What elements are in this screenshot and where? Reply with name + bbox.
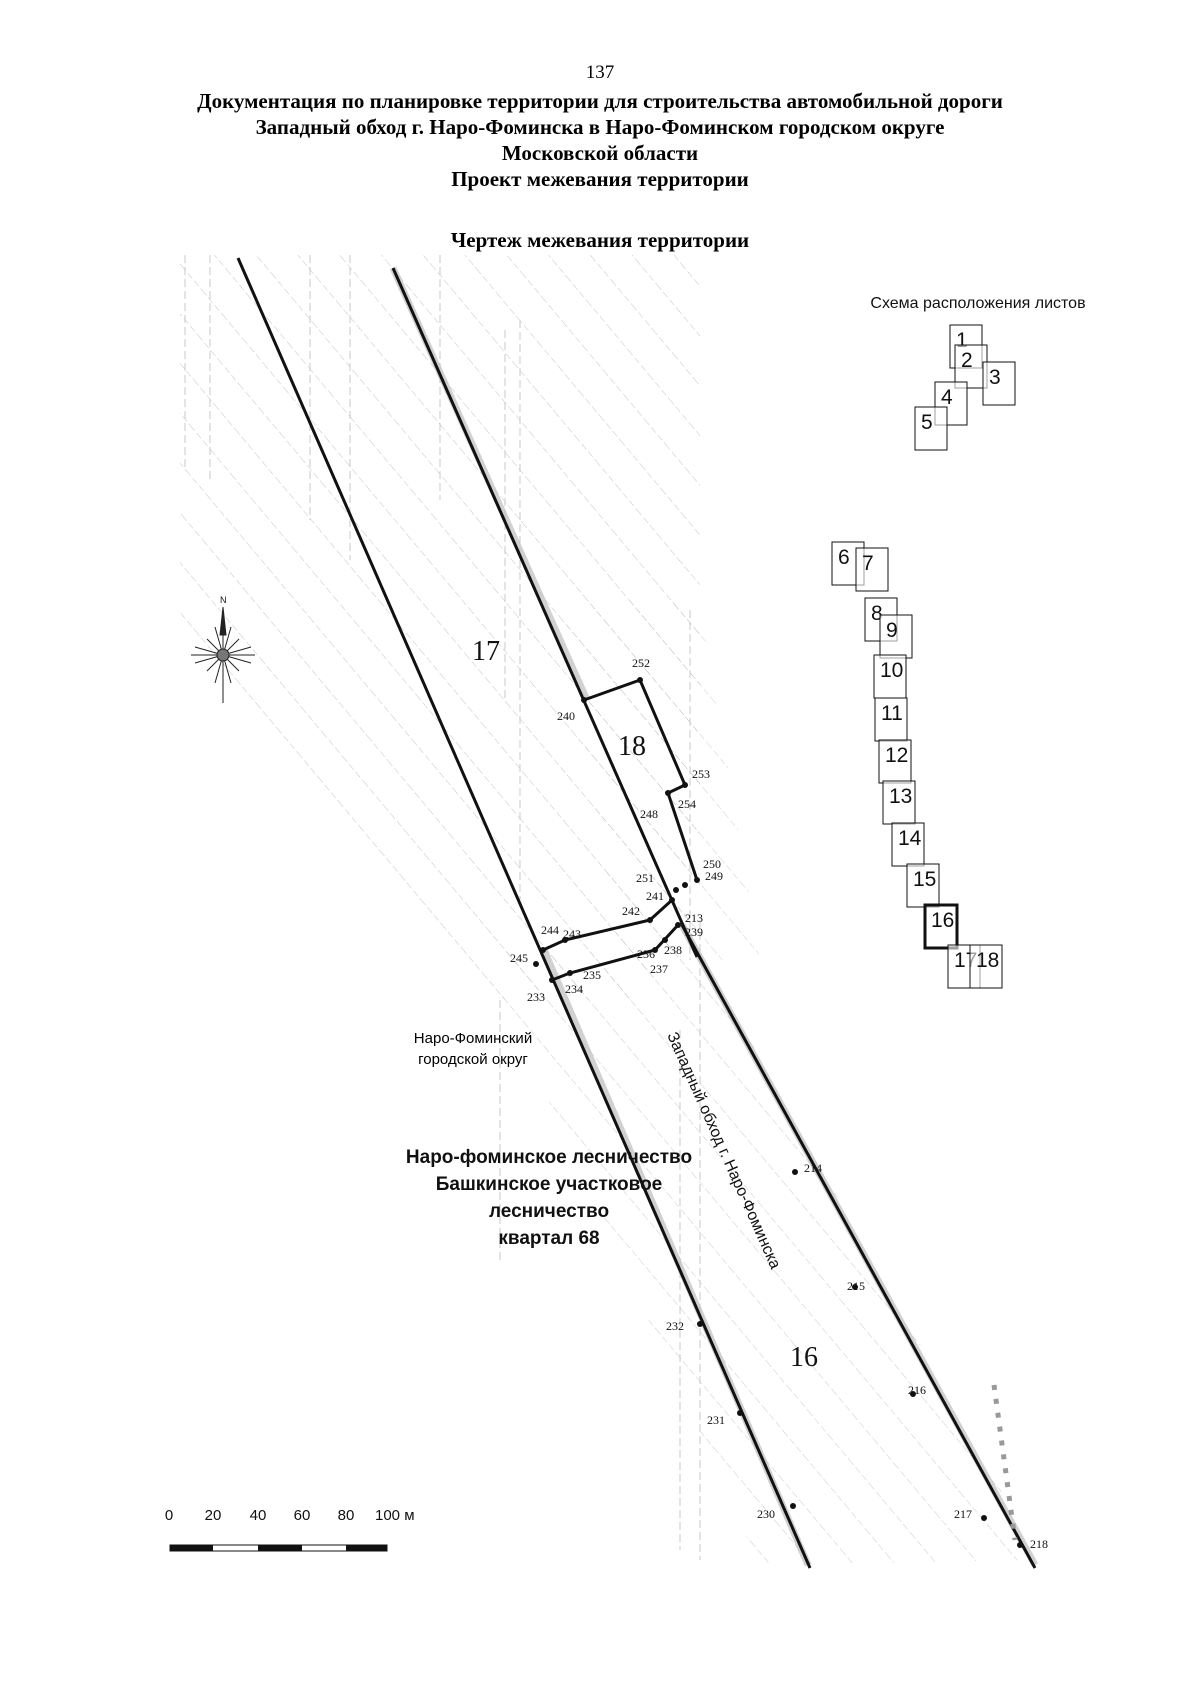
point-label-240: 240 xyxy=(557,709,575,723)
point-label-230: 230 xyxy=(757,1507,775,1521)
scheme-sheet-label-18: 18 xyxy=(976,949,999,972)
point-label-238: 238 xyxy=(664,943,682,957)
title-line-4: Проект межевания территории xyxy=(451,167,749,191)
scheme-sheet-label-3: 3 xyxy=(989,366,1001,389)
scheme-sheet-14 xyxy=(891,822,925,867)
scheme-sheet-label-15: 15 xyxy=(913,868,936,891)
right-boundary-lower xyxy=(680,924,1037,1569)
point-label-245: 245 xyxy=(510,951,528,965)
parcel-number-16: 16 xyxy=(790,1342,818,1373)
scheme-sheet-5 xyxy=(914,406,948,451)
scale-bar: 0 20 40 60 80 100 м xyxy=(165,1507,415,1552)
compass-icon xyxy=(191,606,255,703)
scheme-sheet-label-10: 10 xyxy=(880,659,903,682)
document-title: Документация по планировке территории дл… xyxy=(0,88,1200,192)
point-label-213: 213 xyxy=(685,911,703,925)
district-label-line-2: городской округ xyxy=(418,1051,528,1068)
parcel-number-18: 18 xyxy=(618,731,646,762)
point-label-239: 239 xyxy=(685,925,703,939)
point-label-215: 215 xyxy=(847,1279,865,1293)
scheme-sheet-label-9: 9 xyxy=(886,619,898,642)
forestry-label-line-3: лесничество xyxy=(489,1201,609,1222)
scale-tick-0: 0 xyxy=(165,1507,173,1524)
point-label-249: 249 xyxy=(705,869,723,883)
point-label-250: 250 xyxy=(703,857,721,871)
forestry-label: Наро-фоминское лесничество Башкинское уч… xyxy=(406,1147,692,1249)
point-label-218: 218 xyxy=(1030,1537,1048,1551)
scheme-sheet-label-14: 14 xyxy=(898,827,922,850)
north-label: N xyxy=(220,595,227,605)
scheme-sheet-7 xyxy=(855,547,889,592)
point-label-234: 234 xyxy=(565,982,583,996)
point-label-231: 231 xyxy=(707,1413,725,1427)
scheme-sheet-label-1: 1 xyxy=(956,329,968,352)
parcel-number-17: 17 xyxy=(472,636,500,667)
scheme-sheet-9 xyxy=(879,614,913,659)
scheme-sheet-10 xyxy=(873,654,907,699)
scheme-sheet-label-12: 12 xyxy=(885,744,908,767)
scheme-sheet-label-11: 11 xyxy=(881,702,903,725)
scale-tick-100: 100 м xyxy=(375,1507,415,1524)
scheme-sheet-15 xyxy=(906,863,940,908)
point-label-232: 232 xyxy=(666,1319,684,1333)
map-background-hatch xyxy=(180,255,1040,1565)
point-label-237: 237 xyxy=(650,962,668,976)
scheme-sheet-13 xyxy=(882,780,916,825)
scheme-sheet-label-5: 5 xyxy=(921,411,933,434)
point-label-243: 243 xyxy=(563,927,581,941)
right-boundary-upper xyxy=(391,267,699,958)
point-label-242: 242 xyxy=(622,904,640,918)
drawing-title: Чертеж межевания территории xyxy=(450,228,750,252)
scheme-title: Схема расположения листов xyxy=(870,295,1085,312)
scale-tick-20: 20 xyxy=(205,1507,222,1524)
title-line-1: Документация по планировке территории дл… xyxy=(197,89,1003,113)
point-label-244: 244 xyxy=(541,923,559,937)
compass-rose: N xyxy=(191,595,255,703)
page-number: 137 xyxy=(585,62,615,83)
point-label-217: 217 xyxy=(954,1507,972,1521)
scale-tick-60: 60 xyxy=(294,1507,311,1524)
scale-tick-80: 80 xyxy=(338,1507,355,1524)
scheme-sheet-16 xyxy=(923,903,959,950)
point-label-248: 248 xyxy=(640,807,658,821)
scheme-sheet-label-13: 13 xyxy=(889,785,912,808)
left-boundary-line xyxy=(236,257,812,1569)
scheme-sheet-11 xyxy=(874,697,908,742)
forestry-label-line-1: Наро-фоминское лесничество xyxy=(406,1147,692,1168)
scheme-sheet-18 xyxy=(969,944,1003,989)
forestry-label-line-4: квартал 68 xyxy=(498,1228,599,1249)
dashed-boundary xyxy=(991,1384,1018,1541)
scheme-sheet-3 xyxy=(982,361,1016,406)
scheme-sheet-label-16: 16 xyxy=(931,909,954,932)
point-label-236: 236 xyxy=(637,947,655,961)
forestry-label-line-2: Башкинское участковое xyxy=(436,1174,663,1195)
scheme-sheet-label-4: 4 xyxy=(941,386,953,409)
point-label-233: 233 xyxy=(527,990,545,1004)
boundary-points xyxy=(533,677,1023,1548)
point-label-214: 214 xyxy=(804,1161,822,1175)
scheme-sheet-label-2: 2 xyxy=(961,349,973,372)
scheme-sheet-label-8: 8 xyxy=(871,602,883,625)
point-label-241: 241 xyxy=(646,889,664,903)
point-label-251: 251 xyxy=(636,871,654,885)
point-labels: 252 240 253 254 248 250 249 251 241 242 … xyxy=(510,656,1048,1551)
point-label-254: 254 xyxy=(678,797,696,811)
road-boundary-lines xyxy=(236,257,1037,1569)
scale-tick-40: 40 xyxy=(250,1507,267,1524)
point-label-216: 216 xyxy=(908,1383,926,1397)
title-line-2: Западный обход г. Наро-Фоминска в Наро-Ф… xyxy=(255,115,945,139)
scheme-sheet-label-7: 7 xyxy=(862,552,874,575)
point-label-253: 253 xyxy=(692,767,710,781)
point-label-252: 252 xyxy=(632,656,650,670)
scheme-sheet-label-6: 6 xyxy=(838,546,850,569)
district-label-line-1: Наро-Фоминский xyxy=(414,1030,532,1047)
point-label-235: 235 xyxy=(583,968,601,982)
title-line-3: Московской области xyxy=(501,141,699,165)
